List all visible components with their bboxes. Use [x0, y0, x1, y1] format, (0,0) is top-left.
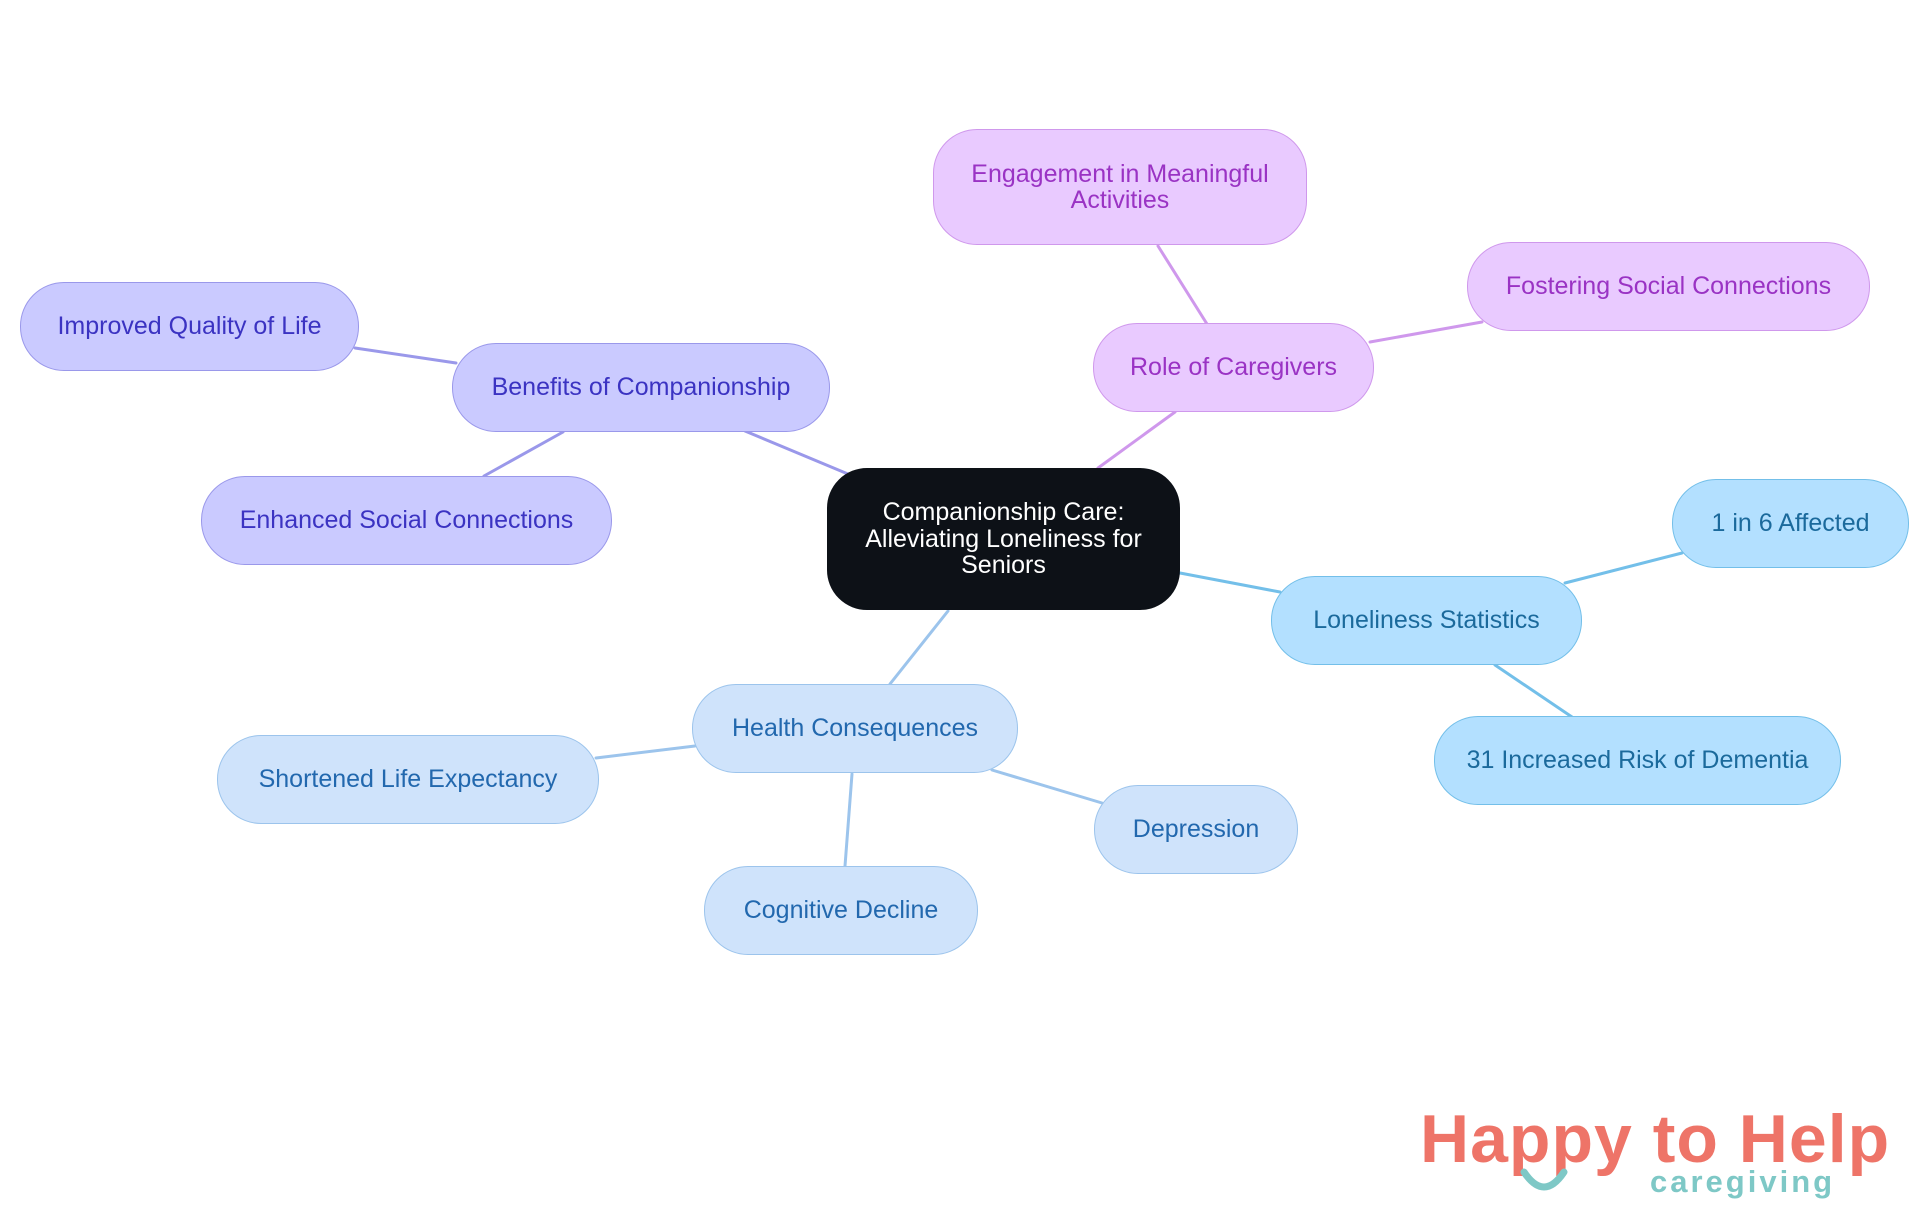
edge-root-stats — [1178, 571, 1282, 594]
branch-node-caregivers: Role of Caregivers — [1093, 323, 1374, 412]
branch-node-benefits: Benefits of Companionship — [452, 343, 830, 432]
leaf-node-dementia-risk: 31 Increased Risk of Dementia — [1434, 716, 1841, 805]
root-node: Companionship Care: Alleviating Loneline… — [827, 468, 1180, 610]
leaf-node-engagement: Engagement in Meaningful Activities — [933, 129, 1307, 245]
edge-root-health — [888, 609, 950, 686]
edge-benefits-improved-quality — [353, 346, 458, 365]
edge-stats-one-in-six — [1563, 551, 1684, 585]
edge-health-shortened-life — [594, 744, 697, 760]
edge-caregivers-engagement — [1156, 244, 1209, 326]
leaf-node-fostering: Fostering Social Connections — [1467, 242, 1870, 331]
edge-root-caregivers — [1096, 410, 1177, 470]
leaf-node-cognitive-decline: Cognitive Decline — [704, 866, 978, 955]
branch-node-health: Health Consequences — [692, 684, 1018, 773]
leaf-node-enhanced-social: Enhanced Social Connections — [201, 476, 612, 565]
logo-tagline-text: caregiving — [1650, 1164, 1836, 1199]
leaf-node-depression: Depression — [1094, 785, 1298, 874]
smile-icon — [1520, 1168, 1568, 1191]
logo-brand-text: Happy to Help — [1420, 1101, 1891, 1177]
edge-caregivers-fostering — [1368, 320, 1484, 344]
branch-node-statistics: Loneliness Statistics — [1271, 576, 1582, 665]
leaf-node-improved-quality: Improved Quality of Life — [20, 282, 359, 371]
edge-benefits-enhanced-social — [482, 430, 565, 478]
edge-root-benefits — [743, 429, 850, 476]
leaf-node-shortened-life: Shortened Life Expectancy — [217, 735, 599, 824]
edge-stats-dementia — [1493, 663, 1574, 719]
happy-to-help-logo: Happy to Help caregiving — [1420, 1100, 1890, 1210]
edge-health-depression — [990, 768, 1104, 805]
leaf-node-one-in-six: 1 in 6 Affected — [1672, 479, 1909, 568]
edge-health-cognitive — [843, 772, 854, 868]
